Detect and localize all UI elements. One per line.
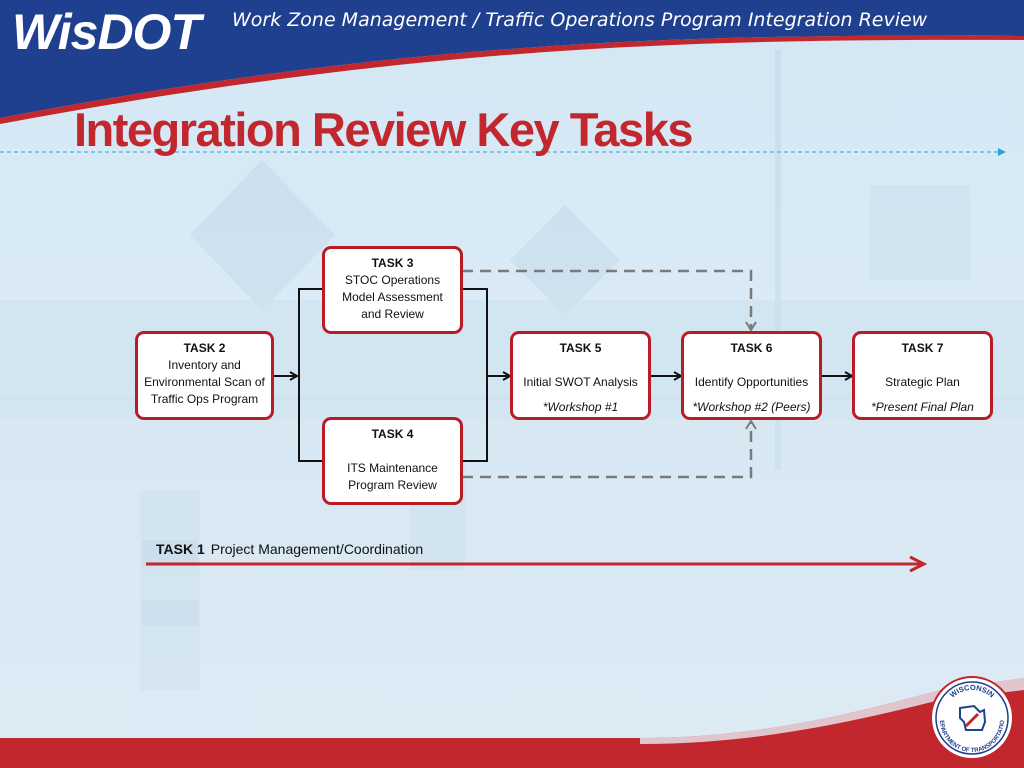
task6-note: *Workshop #2 (Peers) xyxy=(692,400,811,414)
task2-desc-line1: Inventory and xyxy=(168,358,241,372)
task4-desc-line1: ITS Maintenance xyxy=(347,461,438,475)
task2-desc-line3: Traffic Ops Program xyxy=(150,392,259,406)
task5-box: TASK 5 Initial SWOT Analysis *Workshop #… xyxy=(510,331,651,420)
task3-number: TASK 3 xyxy=(371,256,414,270)
task7-box: TASK 7 Strategic Plan *Present Final Pla… xyxy=(852,331,993,420)
task3-desc-line3: and Review xyxy=(361,307,424,321)
task6-box: TASK 6 Identify Opportunities *Workshop … xyxy=(681,331,822,420)
task7-desc: Strategic Plan xyxy=(885,375,960,389)
wisdot-seal-logo: WISCONSIN DEPARTMENT OF TRANSPORTATION xyxy=(930,676,1014,760)
task4-box: TASK 4 ITS Maintenance Program Review xyxy=(322,417,463,505)
task1-number: TASK 1 xyxy=(156,541,205,557)
task6-desc: Identify Opportunities xyxy=(694,375,809,389)
task5-desc: Initial SWOT Analysis xyxy=(523,375,638,389)
task2-number: TASK 2 xyxy=(183,341,226,355)
page-title: Integration Review Key Tasks xyxy=(74,103,693,156)
task3-box: TASK 3 STOC Operations Model Assessment … xyxy=(322,246,463,334)
task5-note: *Workshop #1 xyxy=(542,400,619,414)
task3-desc-line2: Model Assessment xyxy=(342,290,443,304)
task4-number: TASK 4 xyxy=(371,427,414,441)
task7-number: TASK 7 xyxy=(901,341,944,355)
task6-number: TASK 6 xyxy=(730,341,773,355)
task3-desc-line1: STOC Operations xyxy=(344,273,441,287)
task2-desc-line2: Environmental Scan of xyxy=(144,375,265,389)
task5-number: TASK 5 xyxy=(559,341,602,355)
header-title: Work Zone Management / Traffic Operation… xyxy=(232,9,928,31)
task1-desc: Project Management/Coordination xyxy=(210,541,424,557)
task4-desc-line2: Program Review xyxy=(348,478,437,492)
wisdot-logo: WisDOT xyxy=(12,4,201,60)
task2-box: TASK 2 Inventory and Environmental Scan … xyxy=(135,331,274,420)
task7-note: *Present Final Plan xyxy=(871,400,974,414)
task1-label: TASK 1 Project Management/Coordination xyxy=(156,539,556,559)
